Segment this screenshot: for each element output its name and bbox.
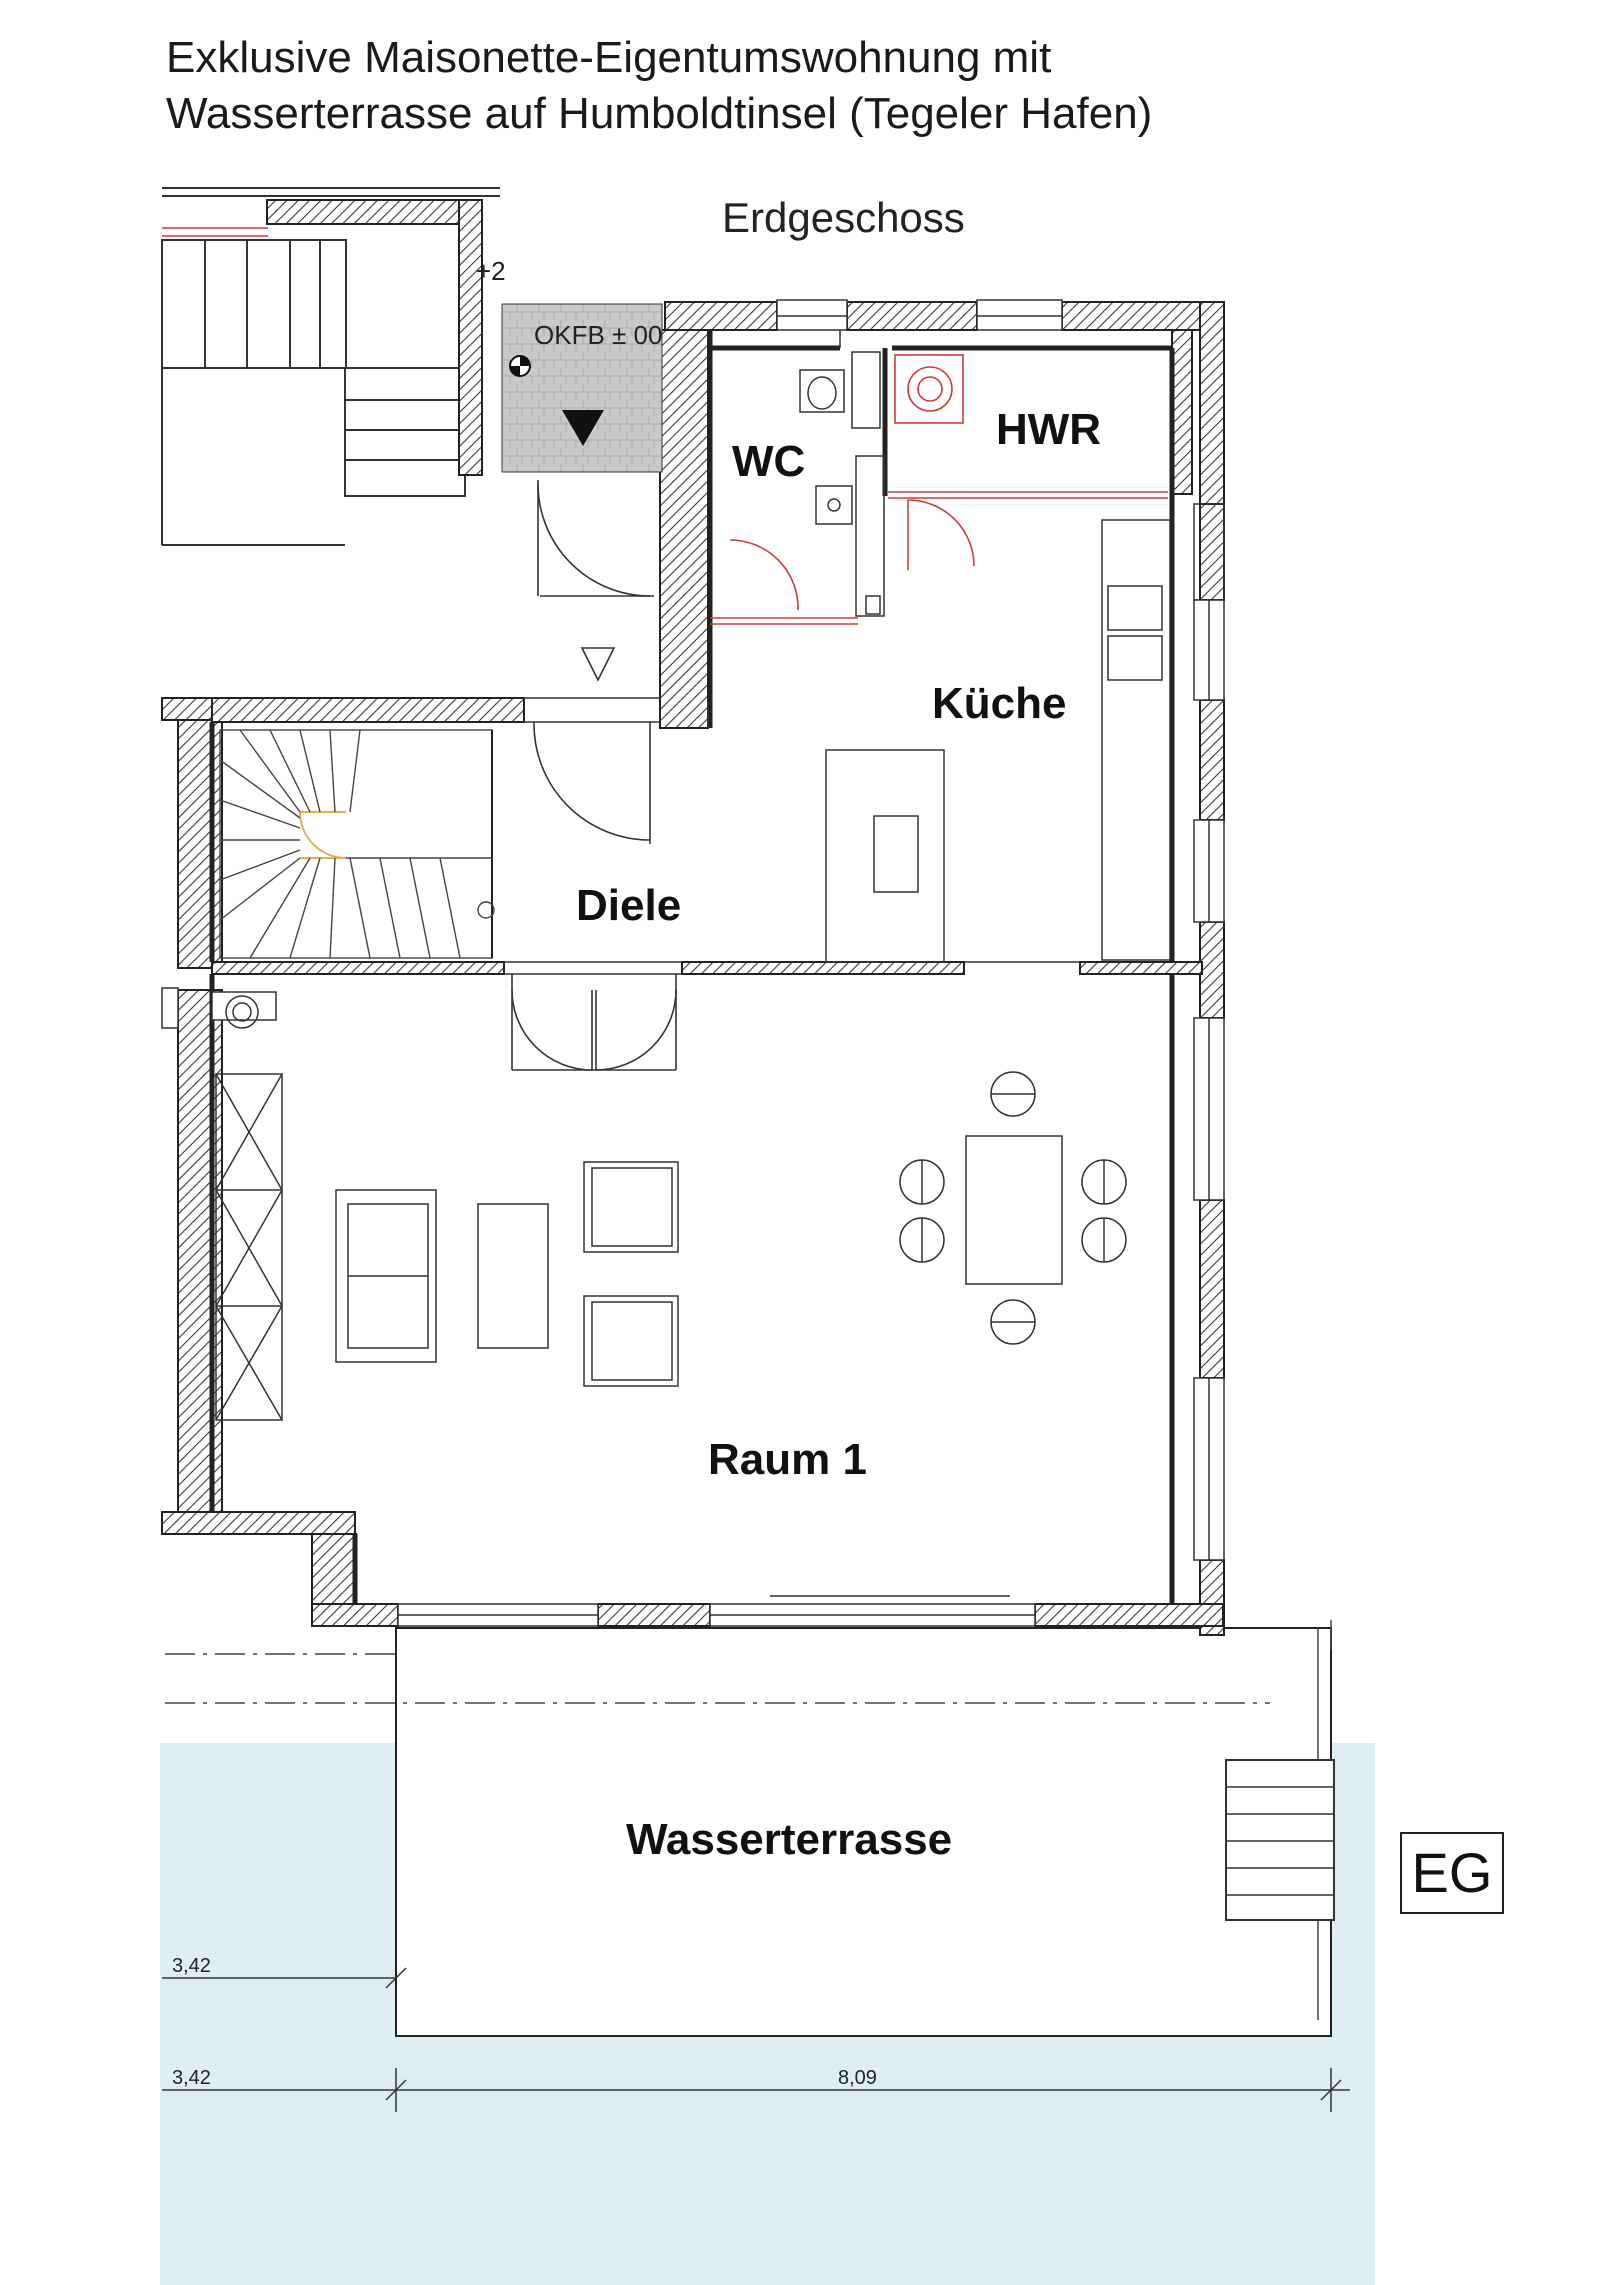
dimension-lower-left: 3,42	[172, 2067, 211, 2089]
room-label-hwr: HWR	[996, 405, 1101, 454]
room-label-kueche: Küche	[932, 679, 1066, 728]
level-marker	[509, 355, 604, 446]
room-label-diele: Diele	[576, 881, 681, 930]
plan-title: Exklusive Maisonette-Eigentumswohnung mi…	[166, 30, 1152, 142]
neighbour-stair	[161, 187, 500, 546]
plan-title-line-1: Exklusive Maisonette-Eigentumswohnung mi…	[166, 33, 1052, 82]
hwr-fixture	[907, 366, 953, 412]
room-label-wc: WC	[732, 437, 805, 486]
room-label-wasserterrasse: Wasserterrasse	[626, 1815, 952, 1864]
entrance-arrow	[562, 410, 604, 446]
level-badge: EG	[1400, 1832, 1504, 1914]
kitchen-furniture	[825, 519, 1171, 963]
interior-walls	[209, 330, 1175, 1604]
terrace-steps	[1225, 1759, 1335, 1921]
entrance-door	[537, 480, 709, 728]
main-staircase	[219, 729, 495, 959]
windows	[161, 299, 1225, 1627]
step-note: +2	[476, 256, 506, 286]
plan-title-line-2: Wasserterrasse auf Humboldtinsel (Tegele…	[166, 89, 1153, 138]
floor-label: Erdgeschoss	[722, 194, 965, 241]
walls	[161, 199, 1225, 1636]
living-furniture	[211, 991, 1127, 1421]
dimension-upper-left: 3,42	[172, 1955, 211, 1977]
room-label-raum1: Raum 1	[708, 1435, 867, 1484]
dimension-lines	[162, 1967, 1350, 2112]
double-door	[511, 974, 677, 1071]
red-service-lines	[710, 354, 1168, 625]
level-note: OKFB ± 00	[534, 320, 662, 350]
wc-fixtures	[799, 330, 885, 617]
dimension-lower-right: 8,09	[838, 2067, 877, 2089]
